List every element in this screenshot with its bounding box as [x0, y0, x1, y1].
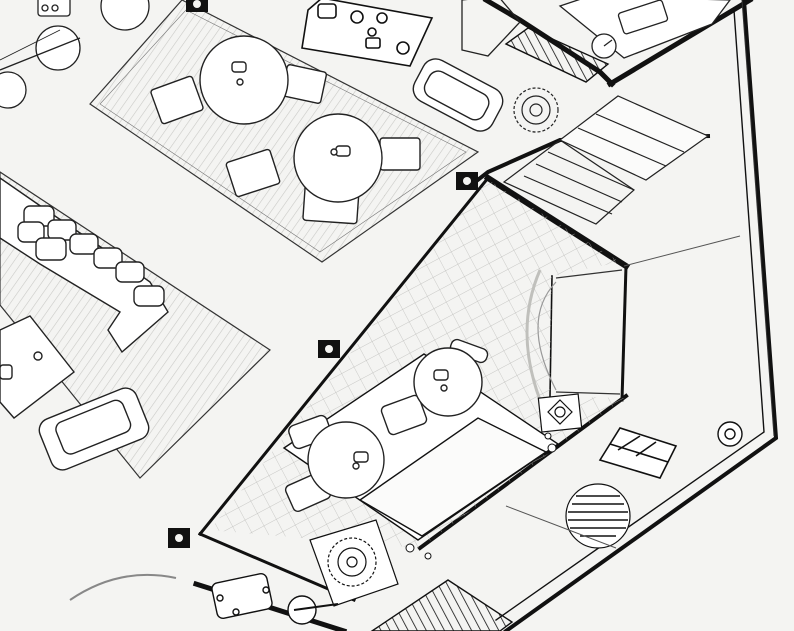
terrace-round-grate	[565, 483, 631, 549]
dining-table-lower-left	[284, 414, 385, 513]
kitchen-counter-top	[301, 0, 434, 67]
terrace-bench	[598, 427, 678, 479]
terrace-light	[717, 421, 743, 447]
dining-rug-upper	[89, 0, 480, 263]
dining-table-lower-right	[380, 338, 489, 436]
island-stools	[405, 432, 557, 560]
lower-rosette-rug	[309, 519, 399, 607]
dining-table-upper-b	[225, 113, 421, 225]
window-bay	[525, 269, 623, 401]
column-inner-dots	[175, 0, 471, 542]
sectional-sofa	[0, 177, 169, 354]
armchair-lower-left	[38, 387, 150, 471]
dining-table-upper-a	[150, 35, 328, 125]
coffee-table-lower-left	[0, 315, 75, 419]
terrace-divider	[505, 235, 741, 549]
side-table-bottom	[211, 572, 339, 625]
armchair-upper-right	[412, 58, 504, 132]
exterior-walls	[192, 0, 779, 631]
staircase	[502, 95, 710, 225]
rosette-rug-top	[513, 87, 559, 133]
slatted-deck-bottom	[370, 579, 514, 631]
curved-wall-arc	[69, 573, 177, 601]
top-right-room	[461, 0, 731, 59]
rosette-mid	[537, 393, 583, 433]
structural-columns	[168, 0, 478, 548]
slatted-bench-top	[504, 27, 610, 83]
coffee-table-group-top-left	[0, 0, 150, 109]
